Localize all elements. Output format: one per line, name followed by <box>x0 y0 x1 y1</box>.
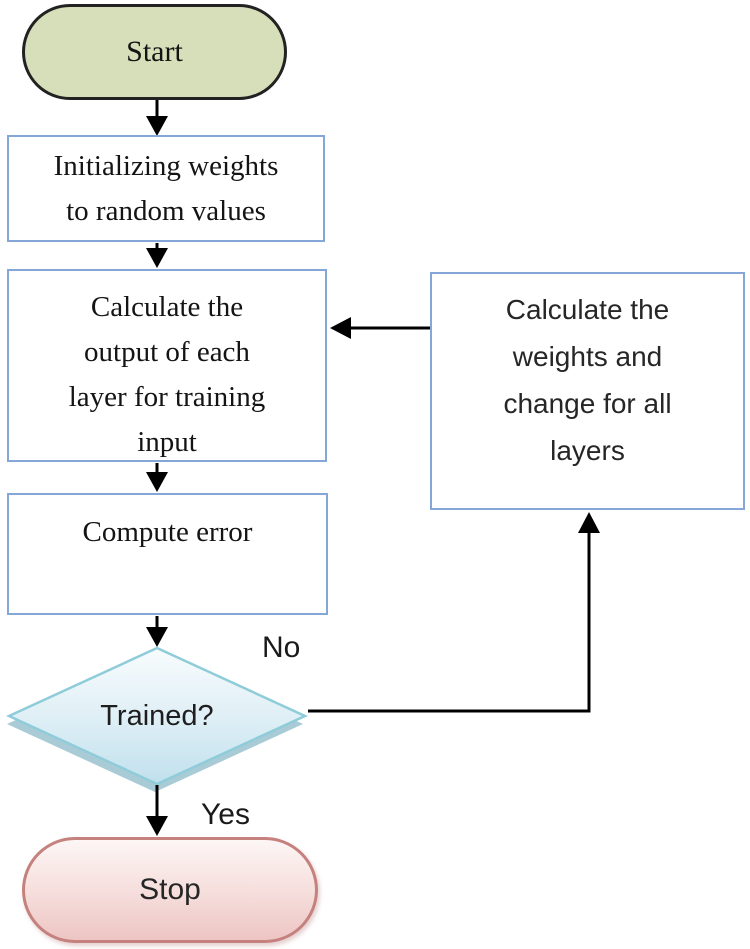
init-weights-line-1: Initializing weights <box>53 149 279 182</box>
trained-decision-label: Trained? <box>100 700 214 732</box>
arrow-start-to-init <box>146 100 168 136</box>
calc-output-line-2: output of each <box>84 336 250 368</box>
compute-error-node: Compute error <box>7 493 328 615</box>
calc-weights-node: Calculate the weights and change for all… <box>430 272 745 510</box>
calc-output-line-3: layer for training <box>68 381 266 413</box>
calc-weights-line-1: Calculate the <box>505 294 670 325</box>
diamond-shape <box>6 646 308 786</box>
start-node: Start <box>22 4 287 100</box>
arrow-calc-output-to-error <box>146 463 168 492</box>
stop-node: Stop <box>22 837 318 943</box>
calc-output-line-1: Calculate the <box>90 291 244 323</box>
calc-output-node: Calculate the output of each layer for t… <box>7 269 327 462</box>
arrow-trained-to-calc-weights <box>308 512 600 713</box>
stop-label: Stop <box>139 873 201 906</box>
init-weights-line-2: to random values <box>66 194 266 227</box>
arrow-init-to-calc-output <box>146 243 168 268</box>
trained-decision-shape <box>6 646 308 792</box>
calc-output-line-4: input <box>137 426 197 458</box>
yes-edge-label: Yes <box>201 798 250 831</box>
arrow-calc-weights-to-calc-output <box>330 317 430 339</box>
arrow-error-to-trained <box>146 616 168 647</box>
init-weights-node: Initializing weights to random values <box>7 135 325 242</box>
calc-weights-line-3: change for all <box>503 388 672 419</box>
start-label: Start <box>126 35 183 68</box>
calc-weights-line-2: weights and <box>512 341 663 372</box>
arrow-trained-to-stop <box>146 785 168 836</box>
compute-error-label: Compute error <box>82 516 253 548</box>
calc-weights-line-4: layers <box>550 435 625 466</box>
no-edge-label: No <box>262 631 301 664</box>
